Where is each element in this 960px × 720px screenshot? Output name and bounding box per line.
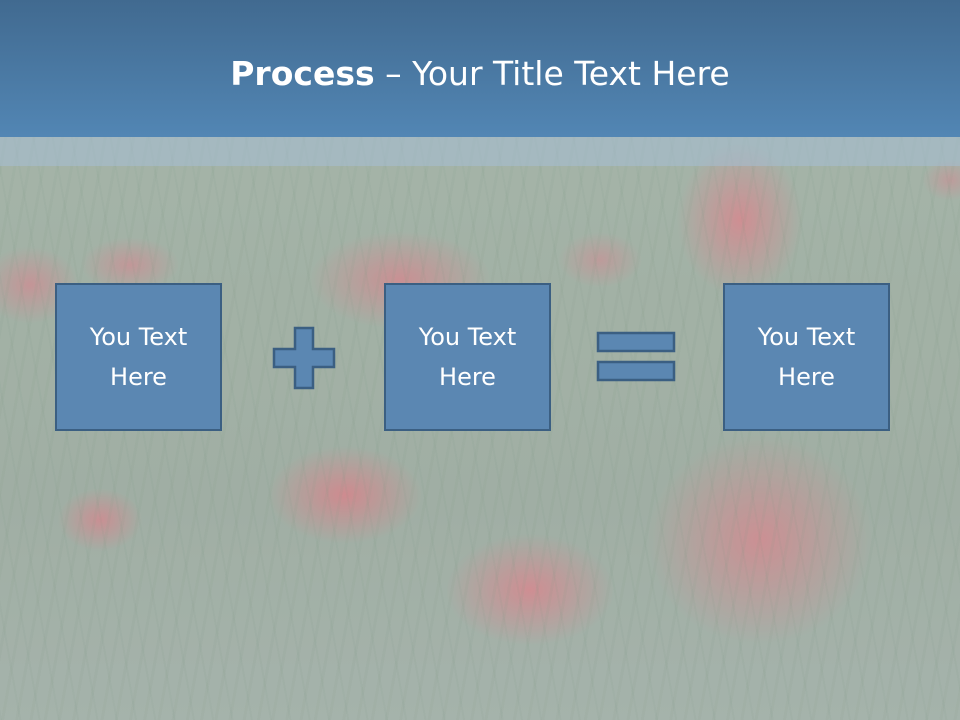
slide-title-bold: Process (230, 54, 375, 93)
process-box-2-text: You Text Here (418, 323, 517, 391)
slide-title-rest: – Your Title Text Here (374, 54, 730, 93)
title-bar (0, 0, 960, 137)
process-box-2[interactable]: You Text Here (384, 283, 551, 431)
title-bar-band (0, 137, 960, 166)
process-box-3-text: You Text Here (757, 323, 856, 391)
equals-icon (596, 331, 676, 382)
plus-icon (272, 326, 336, 390)
process-box-1-text: You Text Here (89, 323, 188, 391)
process-box-1[interactable]: You Text Here (55, 283, 222, 431)
slide-title[interactable]: Process – Your Title Text Here (0, 52, 960, 96)
process-box-3[interactable]: You Text Here (723, 283, 890, 431)
